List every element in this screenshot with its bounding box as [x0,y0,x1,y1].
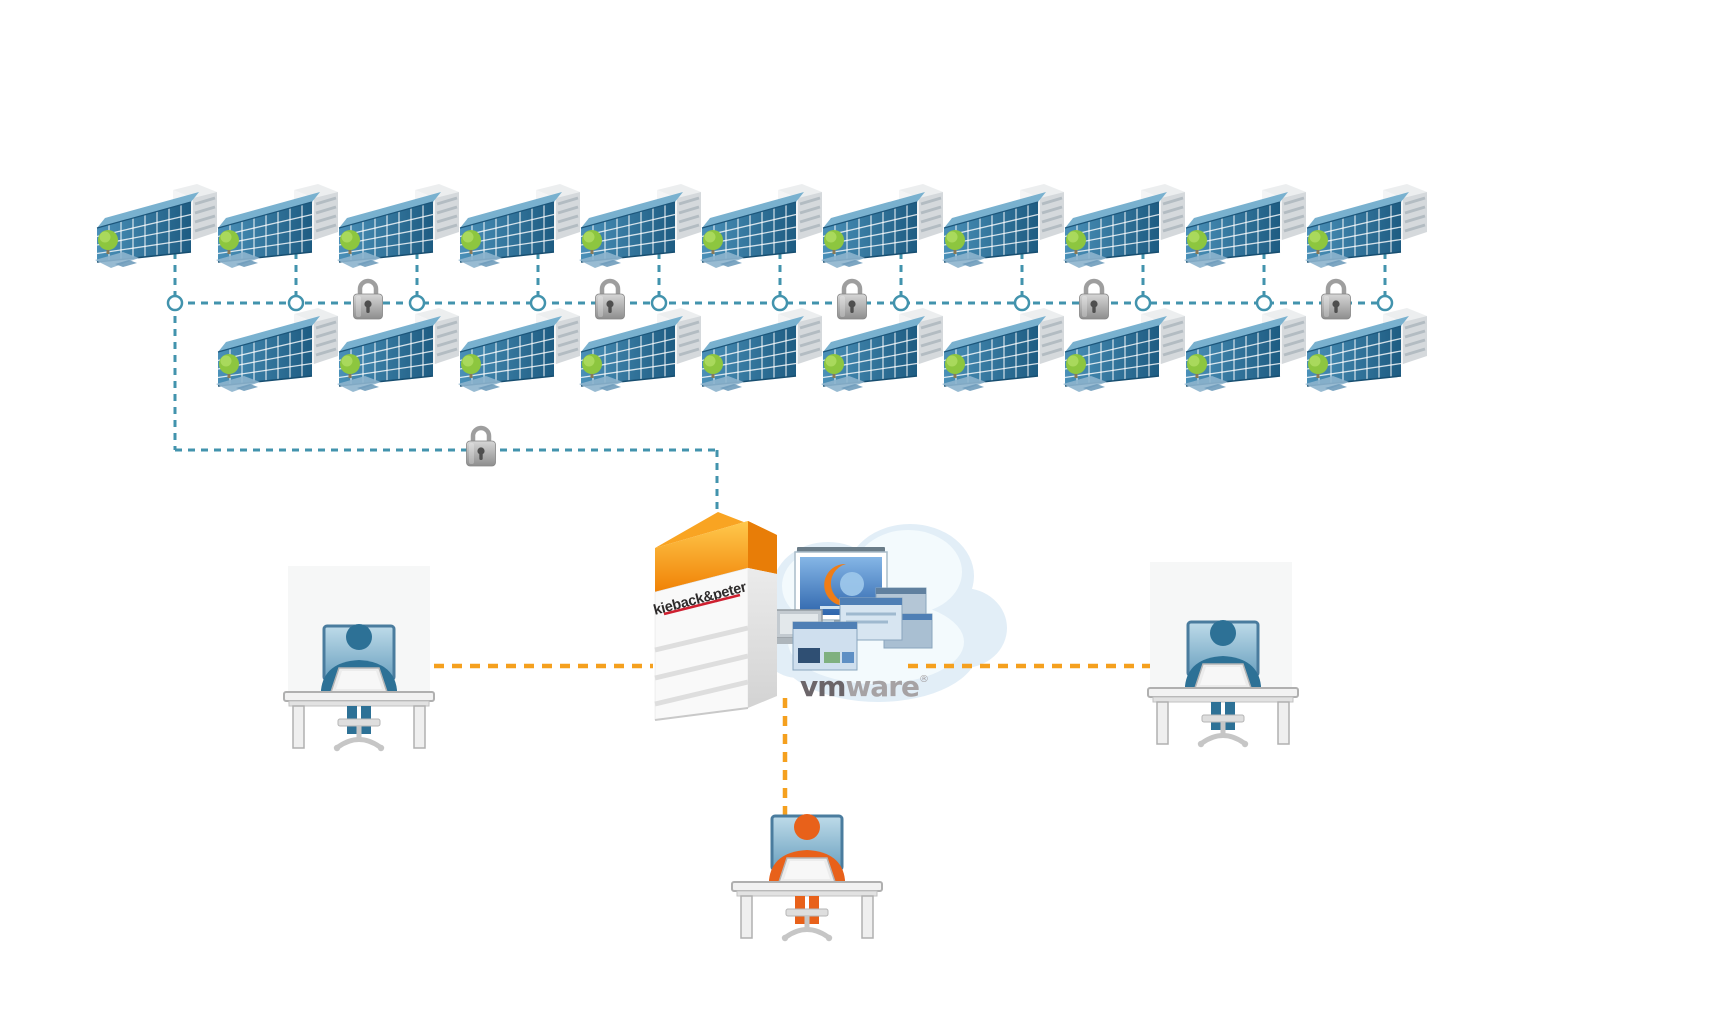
bus-node [1255,294,1273,312]
bus-node [650,294,668,312]
vmware-cloud: vmware® [760,524,1007,703]
building-icon [456,182,582,270]
building-sites [93,182,1429,394]
building-icon [577,306,703,394]
building-icon [940,306,1066,394]
building-icon [1182,306,1308,394]
building-icon [93,182,219,270]
building-icon [214,306,340,394]
lock-icon [1080,281,1109,319]
building-icon [1061,306,1187,394]
bus-node [1376,294,1394,312]
building-icon [1303,306,1429,394]
bus-junction-nodes [166,294,1394,312]
bus-node [892,294,910,312]
building-icon [1061,182,1187,270]
server-box: kieback&peter [652,512,777,721]
server-icon [654,512,777,721]
building-icon [1182,182,1308,270]
bus-node [1013,294,1031,312]
lock-icon [1322,281,1351,319]
bus-node [1134,294,1152,312]
lock-icon [838,281,867,319]
building-icon [698,182,824,270]
vmware-logo-text: vmware® [800,670,928,703]
building-icon [819,182,945,270]
bus-node [287,294,305,312]
building-icon [335,182,461,270]
bus-node [166,294,184,312]
building-icon [940,182,1066,270]
building-icon [698,306,824,394]
building-icon [819,306,945,394]
bus-node [408,294,426,312]
bus-node [771,294,789,312]
building-icon [214,182,340,270]
lock-icon [467,428,496,466]
lock-icon [596,281,625,319]
virtual-machine-screens [764,547,933,671]
building-icon [456,306,582,394]
building-icon [577,182,703,270]
server-brand-underline [663,593,741,616]
building-icon [335,306,461,394]
workstation-bottom-user [732,814,882,941]
user-access-links [398,663,1160,833]
lock-icon [354,281,383,319]
bus-node [529,294,547,312]
user-workstations [284,562,1298,941]
building-icon [1303,182,1429,270]
